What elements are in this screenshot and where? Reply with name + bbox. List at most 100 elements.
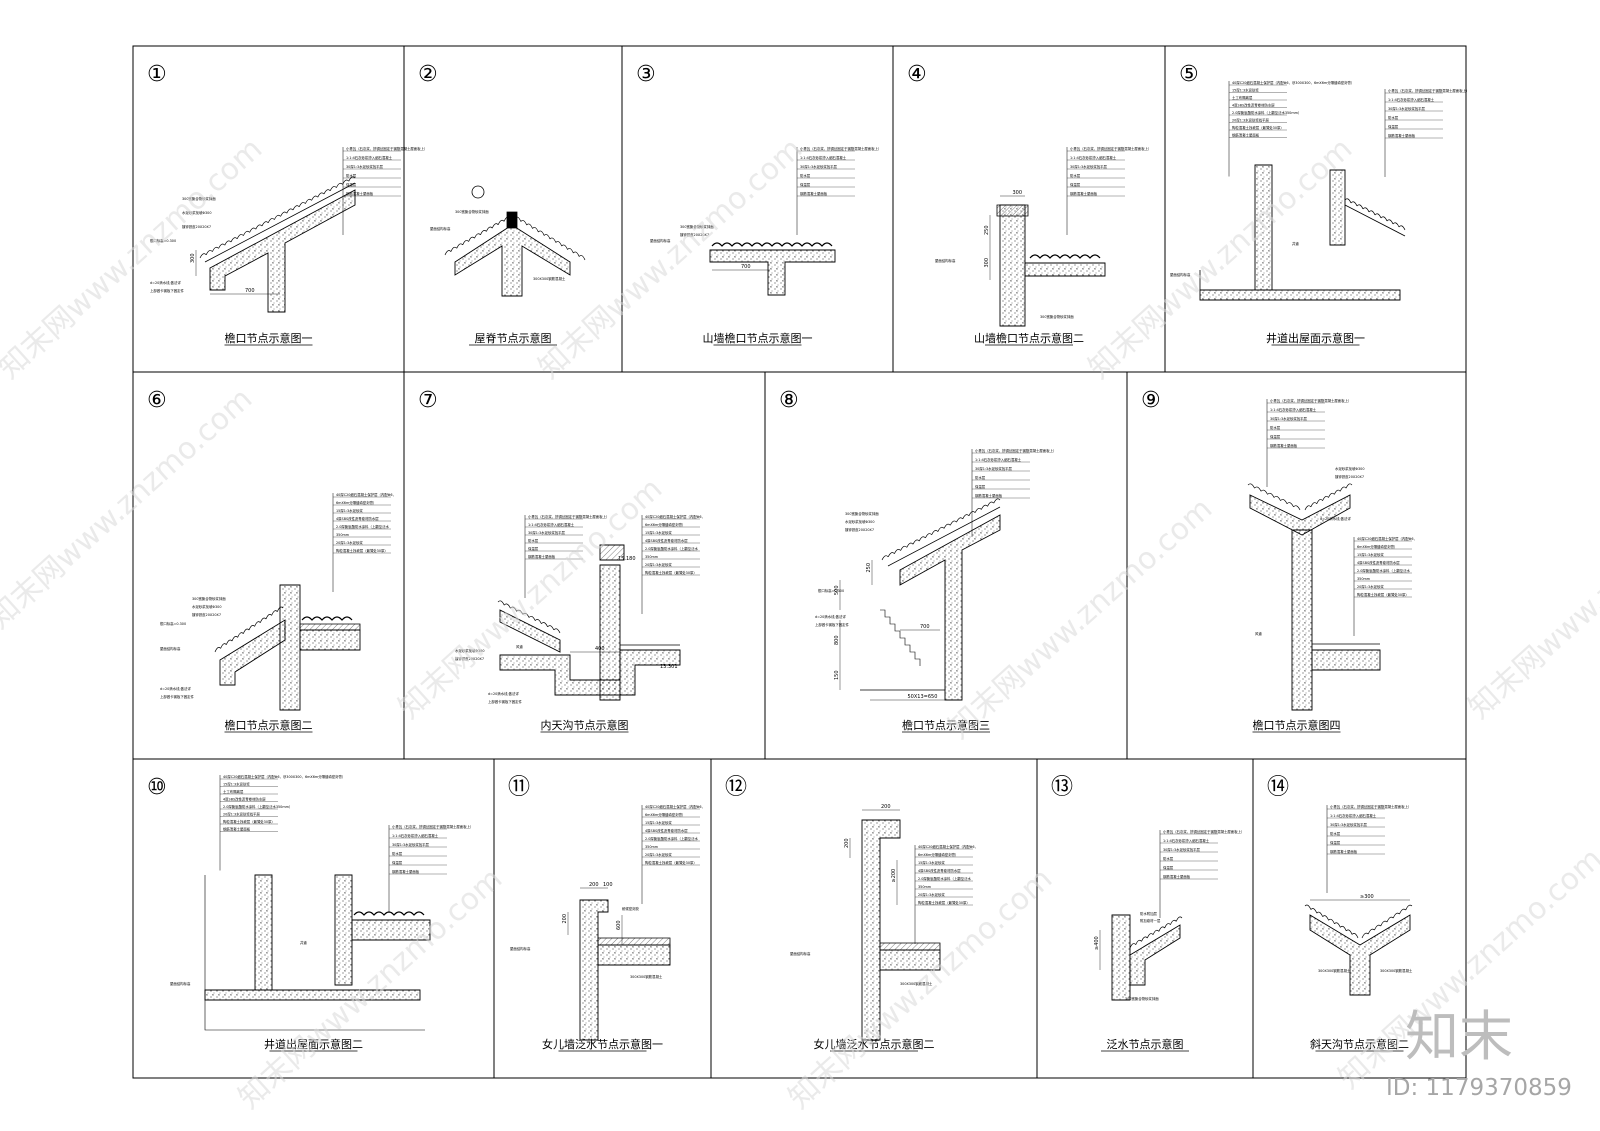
layer-note: 20厚1:3水泥砂浆 [336,540,363,545]
layer-note: 40厚C20细石混凝土保护层（内配Φ6，@300X300，6mX6m分隔缝填密封… [1232,80,1354,85]
layer-note: 4厚SBS改性沥青卷材防水层 [645,538,688,543]
layer-note: 4厚SBS改性沥青卷材防水层 [1357,560,1400,565]
dimension-label: 50X13=650 [908,694,938,700]
layer-note: 防水层 [975,475,986,480]
layer-note: 6mX6m分隔缝填密封膏） [1357,544,1397,549]
detail-title: 山墙檐口节点示意图二 [974,331,1084,345]
layer-note: 钢筋混凝土屋面板 [346,191,374,196]
layer-note: 保温层 [346,182,357,187]
gutter-note: d=20滴水线,做法详 [488,691,519,696]
layer-note: 钢筋混凝土屋面板 [223,827,251,832]
layer-note: 钢筋混凝土屋面板 [1232,133,1260,138]
detail-title: 井道出屋面示意图二 [264,1037,363,1051]
layer-note: 小青瓦（石灰浆，掺铜丝固定于钢筋混凝土屋面板上） [1070,146,1151,151]
layer-note: 15厚1:3水泥砂浆 [336,508,363,513]
layer-note: 40厚C20细石混凝土保护层（内配Φ6， [918,844,978,849]
detail-number: ② [418,62,438,87]
dimension-label: 200 [844,838,850,848]
layer-note: 40厚C20细石混凝土保护层（内配Φ6， [336,492,396,497]
eave-note: 檐口标高=0.300 [150,238,176,243]
layer-note: 30厚1:3水泥砂浆找平层 [528,530,566,535]
dimension-label: 200 [589,882,599,888]
eave-note: 上部做卡钢板下固定件 [815,622,850,627]
layer-note: 20厚1:3水泥砂浆找平层 [1232,118,1270,123]
layer-note: 保温层 [1163,865,1174,870]
level-note: 屋面结构标高 [790,951,811,956]
dimension-label: 700 [920,624,930,630]
dimension-label: 250 [866,563,872,573]
detail-number: ⑫ [725,775,747,800]
dimension-label: 300 [1013,190,1023,196]
layer-note: 保温层 [392,860,403,865]
dimension-label: 500 [834,585,840,595]
eave-note: 水泥砂浆找坡Φ300 [845,519,874,524]
detail-title: 檐口节点示意图一 [225,331,313,345]
detail-title: 檐口节点示意图四 [1253,718,1341,732]
layer-note: 防水层 [1330,831,1341,836]
layer-note: 1:1:4石灰砂浆掺入细石混凝土 [1330,813,1377,818]
dimension-label: ≥200 [891,869,897,883]
eave-note: 300宽聚合物砂浆抹面 [845,511,879,516]
frame [132,45,1467,1079]
dimension-label: ≥400 [1094,936,1100,950]
layer-note: 15厚1:3水泥砂浆 [1357,552,1384,557]
layer-note: 防水层 [1163,856,1174,861]
eave-note: 檐口标高=0.300 [818,588,844,593]
layer-note: 40厚C20细石混凝土保护层（内配Φ6， [645,514,705,519]
detail-title: 井道出屋面示意图一 [1266,331,1365,345]
layer-note: 小青瓦（石灰浆，掺铜丝固定于钢筋混凝土屋面板上） [1388,88,1469,93]
detail-drawing-13: 小青瓦（石灰浆，掺铜丝固定于钢筋混凝土屋面板上）1:1:4石灰砂浆掺入细石混凝土… [1094,829,1244,1001]
eave-note: 镀锌铁皮20X20X7 [192,612,221,617]
layer-note: 4厚SBS改性沥青卷材防水层 [918,868,961,873]
watermark-text: 知末网www.znzmo.com [1082,131,1359,386]
layer-note: 1:1:4石灰砂浆掺入细石混凝土 [392,833,439,838]
eave-note: d=20滴水线,做法详 [815,614,846,619]
detail-title: 内天沟节点示意图 [541,718,629,732]
gutter-note: 镀锌铁皮20X20X7 [455,656,484,661]
layer-note: 20厚1:3水泥砂浆 [918,892,945,897]
detail-drawings: 小青瓦（石灰浆，掺铜丝固定于钢筋混凝土屋面板上） 1:1:4石灰砂浆掺入细石混凝土… [150,80,1469,1041]
eave-note: 水泥砂浆找坡Φ300 [182,210,211,215]
detail-title: 女儿墙泛水节点示意图一 [542,1037,663,1051]
layer-note: 40厚C20细石混凝土保护层（内配Φ6，@300X300，6mX6m分隔缝填密封… [223,774,345,779]
layer-note: 350mm [645,555,659,559]
layer-note: 陶粒混凝土找坡层（最薄处30厚） [645,860,697,865]
detail-number: ⑨ [1141,388,1161,413]
watermark-logo: 知末 [1405,1005,1513,1068]
detail-number: ⑬ [1051,775,1073,800]
layer-note: 小青瓦（石灰浆，掺铜丝固定于钢筋混凝土屋面板上） [1330,804,1411,809]
layer-note: 350mm [645,845,659,849]
detail-cell: ⑨ 檐口节点示意图四 [1141,388,1341,733]
detail-drawing-6: 40厚C20细石混凝土保护层（内配Φ6， 6mX6m分隔缝填密封膏） 15厚1:3水… [160,492,396,711]
layer-note: 小青瓦（石灰浆，掺铜丝固定于钢筋混凝土屋面板上） [975,448,1056,453]
layer-note: 小青瓦（石灰浆，掺铜丝固定于钢筋混凝土屋面板上） [1270,398,1351,403]
level-note: 屋面结构标高 [1170,272,1191,277]
layer-note: 防水层 [1070,173,1081,178]
layer-note: 钢筋混凝土屋面板 [1330,849,1358,854]
valley-note: 300X300钢筋混凝土 [1318,968,1351,973]
layer-note: 20厚1:3水泥砂浆 [645,562,672,567]
layer-note: 1:1:4石灰砂浆掺入细石混凝土 [1388,97,1435,102]
level-note: 屋面结构标高 [170,981,191,986]
layer-note: 4厚SBS改性沥青卷材防水层 [223,797,266,802]
layer-note: 防水层 [346,173,357,178]
detail-drawing-7: 小青瓦（石灰浆，掺铜丝固定于钢筋混凝土屋面板上）1:1:4石灰砂浆掺入细石混凝土… [455,514,705,704]
level-value: 13.301 [660,664,678,670]
layer-note: 6mX6m分隔缝填密封膏） [645,522,685,527]
dimension-label: 150 [834,670,840,680]
layer-note: 2.0厚聚氨酯防水涂料（上翻至泛水 [645,546,698,551]
layer-note: 350mm [336,533,350,537]
layer-note: 6mX6m分隔缝填密封膏） [336,500,376,505]
eave-note: 水泥砂浆找坡Φ300 [192,604,221,609]
layer-note: 20厚1:3水泥砂浆 [645,852,672,857]
layer-note: 1:1:4石灰砂浆掺入细石混凝土 [800,155,847,160]
layer-note: 2.0厚聚氨酯防水涂料（上翻至泛水350mm） [1232,110,1301,115]
layer-note: 30厚1:3水泥砂浆找平层 [346,164,384,169]
layer-note: 2.0厚聚氨酯防水涂料（上翻至泛水 [336,524,389,529]
detail-drawing-10: 40厚C20细石混凝土保护层（内配Φ6，@300X300，6mX6m分隔缝填密封… [170,774,473,1031]
